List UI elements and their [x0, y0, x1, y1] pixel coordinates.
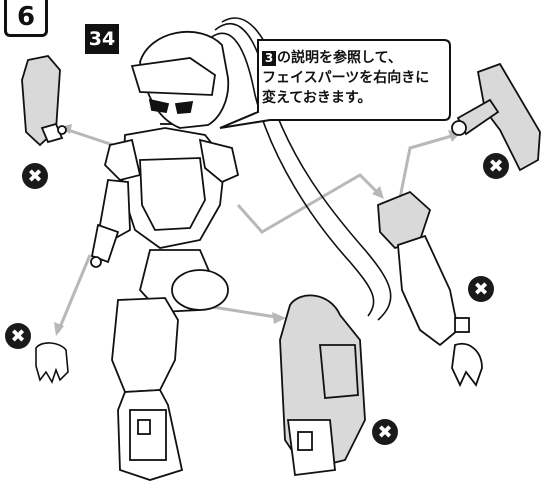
part-left-forearm — [21, 55, 67, 147]
part-right-arm — [377, 190, 483, 388]
step-number-box: 6 — [4, 0, 48, 37]
remove-mark-icon: ✖ — [468, 276, 494, 302]
remove-mark-icon: ✖ — [483, 153, 509, 179]
figure-left-arm — [90, 179, 131, 268]
remove-mark-icon: ✖ — [372, 419, 398, 445]
remove-mark-icon: ✖ — [22, 163, 48, 189]
callout-ref-number: 3 — [262, 51, 276, 66]
arrow-to-left-hand — [56, 254, 92, 333]
part-left-hand — [35, 342, 69, 384]
part-number-tag: 34 — [85, 24, 119, 54]
figure-torso — [104, 127, 240, 313]
arrow-to-right-arm — [236, 173, 382, 234]
callout-line-1-text: の説明を参照して、 — [277, 50, 402, 66]
callout-line-3: 変えておきます。 — [262, 90, 372, 106]
step-number: 6 — [16, 2, 36, 32]
arrow-to-right-shoulder — [398, 133, 456, 199]
figure-leg — [111, 297, 184, 481]
remove-mark-icon: ✖ — [5, 323, 31, 349]
part-right-shoulder — [451, 62, 541, 172]
part-leg-armor — [279, 294, 366, 477]
callout-line-2: フェイスパーツを右向きに — [262, 70, 430, 86]
figure-head — [130, 30, 230, 129]
